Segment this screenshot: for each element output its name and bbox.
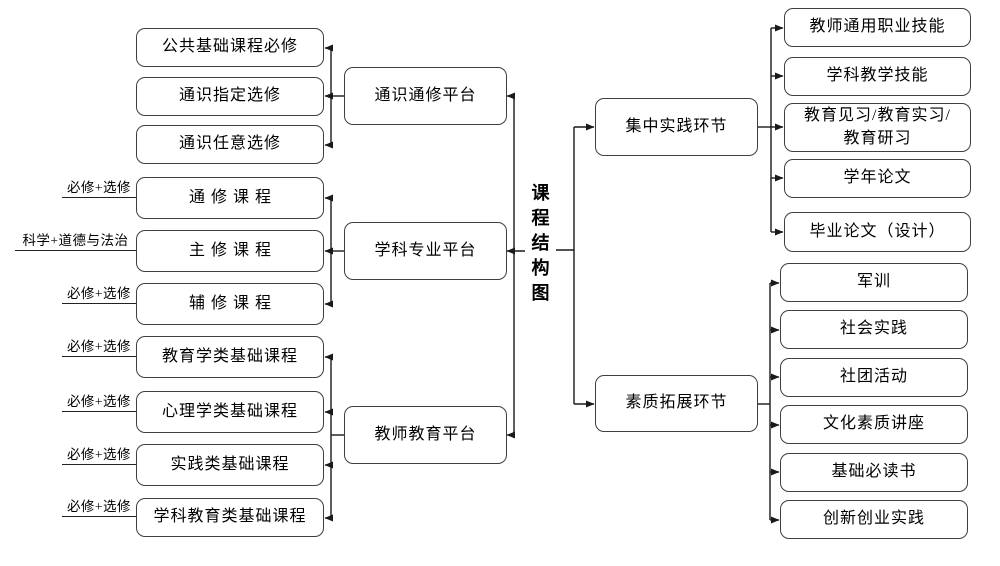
general-designated-elective-box: 通识指定选修 [136, 77, 324, 116]
subject-education-basic-course-box: 学科教育类基础课程 [136, 498, 324, 537]
psychology-basic-course-box: 心理学类基础课程 [136, 391, 324, 433]
basic-required-reading-box: 基础必读书 [780, 453, 968, 492]
education-internship-box: 教育见习/教育实习/教育研习 [784, 103, 971, 152]
public-basic-required-course-box: 公共基础课程必修 [136, 28, 324, 67]
practice-basic-side-label: 必修+选修 [62, 447, 136, 465]
pedagogy-basic-side-label: 必修+选修 [62, 339, 136, 357]
general-education-platform-box: 通识通修平台 [344, 67, 507, 125]
club-activities-box: 社团活动 [780, 358, 968, 397]
minor-course-side-label: 必修+选修 [62, 286, 136, 304]
general-free-elective-box: 通识任意选修 [136, 125, 324, 164]
minor-course-box: 辅修课程 [136, 283, 324, 325]
psychology-basic-side-label: 必修+选修 [62, 394, 136, 412]
annual-thesis-box: 学年论文 [784, 159, 971, 198]
subject-education-basic-side-label: 必修+选修 [62, 499, 136, 517]
teacher-general-skills-box: 教师通用职业技能 [784, 8, 971, 47]
major-course-side-label: 科学+道德与法治 [15, 233, 136, 251]
subject-major-platform-box: 学科专业平台 [344, 222, 507, 280]
social-practice-box: 社会实践 [780, 310, 968, 349]
culture-quality-lectures-box: 文化素质讲座 [780, 405, 968, 444]
pedagogy-basic-course-box: 教育学类基础课程 [136, 336, 324, 378]
concentrated-practice-section-box: 集中实践环节 [595, 98, 758, 156]
general-course-box: 通修课程 [136, 177, 324, 219]
diagram-title: 课程结构图 [531, 183, 550, 303]
teacher-education-platform-box: 教师教育平台 [344, 406, 507, 464]
major-course-box: 主修课程 [136, 230, 324, 272]
general-course-side-label: 必修+选修 [62, 180, 136, 198]
graduation-thesis-box: 毕业论文（设计） [784, 212, 971, 252]
practice-basic-course-box: 实践类基础课程 [136, 444, 324, 486]
military-training-box: 军训 [780, 263, 968, 302]
innovation-entrepreneurship-practice-box: 创新创业实践 [780, 500, 968, 539]
subject-teaching-skills-box: 学科教学技能 [784, 57, 971, 96]
quality-development-section-box: 素质拓展环节 [595, 375, 758, 432]
